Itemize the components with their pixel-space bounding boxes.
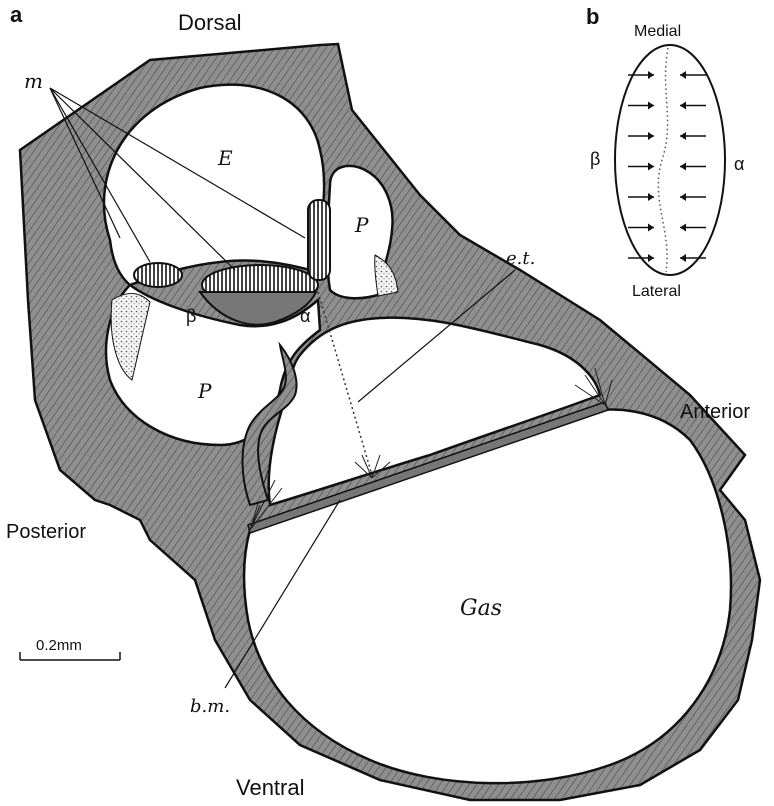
ventral-label: Ventral bbox=[236, 775, 305, 800]
perilymph-upper-label: P bbox=[354, 213, 369, 237]
muscle-label: m bbox=[24, 69, 43, 93]
medial-label: Medial bbox=[634, 23, 681, 40]
scale-bar-label: 0.2mm bbox=[36, 637, 82, 654]
beta-label-a: β bbox=[186, 306, 196, 326]
alpha-label-b: α bbox=[734, 154, 744, 174]
beta-label-b: β bbox=[590, 149, 600, 169]
papilla-outline-b bbox=[615, 45, 725, 275]
anterior-label: Anterior bbox=[680, 401, 750, 423]
posterior-label: Posterior bbox=[6, 521, 86, 543]
panel-a-label: a bbox=[10, 2, 23, 27]
papilla-beta bbox=[134, 263, 182, 287]
bm-label: b.m. bbox=[190, 696, 230, 717]
et-label: e.t. bbox=[506, 248, 535, 269]
dorsal-label: Dorsal bbox=[178, 10, 242, 35]
gas-label: Gas bbox=[460, 596, 502, 621]
panel-b-label: b bbox=[586, 4, 599, 29]
lateral-label: Lateral bbox=[632, 283, 681, 300]
papilla-alpha bbox=[308, 200, 330, 280]
endolymph-label: E bbox=[217, 146, 233, 170]
alpha-label-a: α bbox=[300, 306, 310, 326]
perilymph-lower-label: P bbox=[197, 379, 212, 403]
